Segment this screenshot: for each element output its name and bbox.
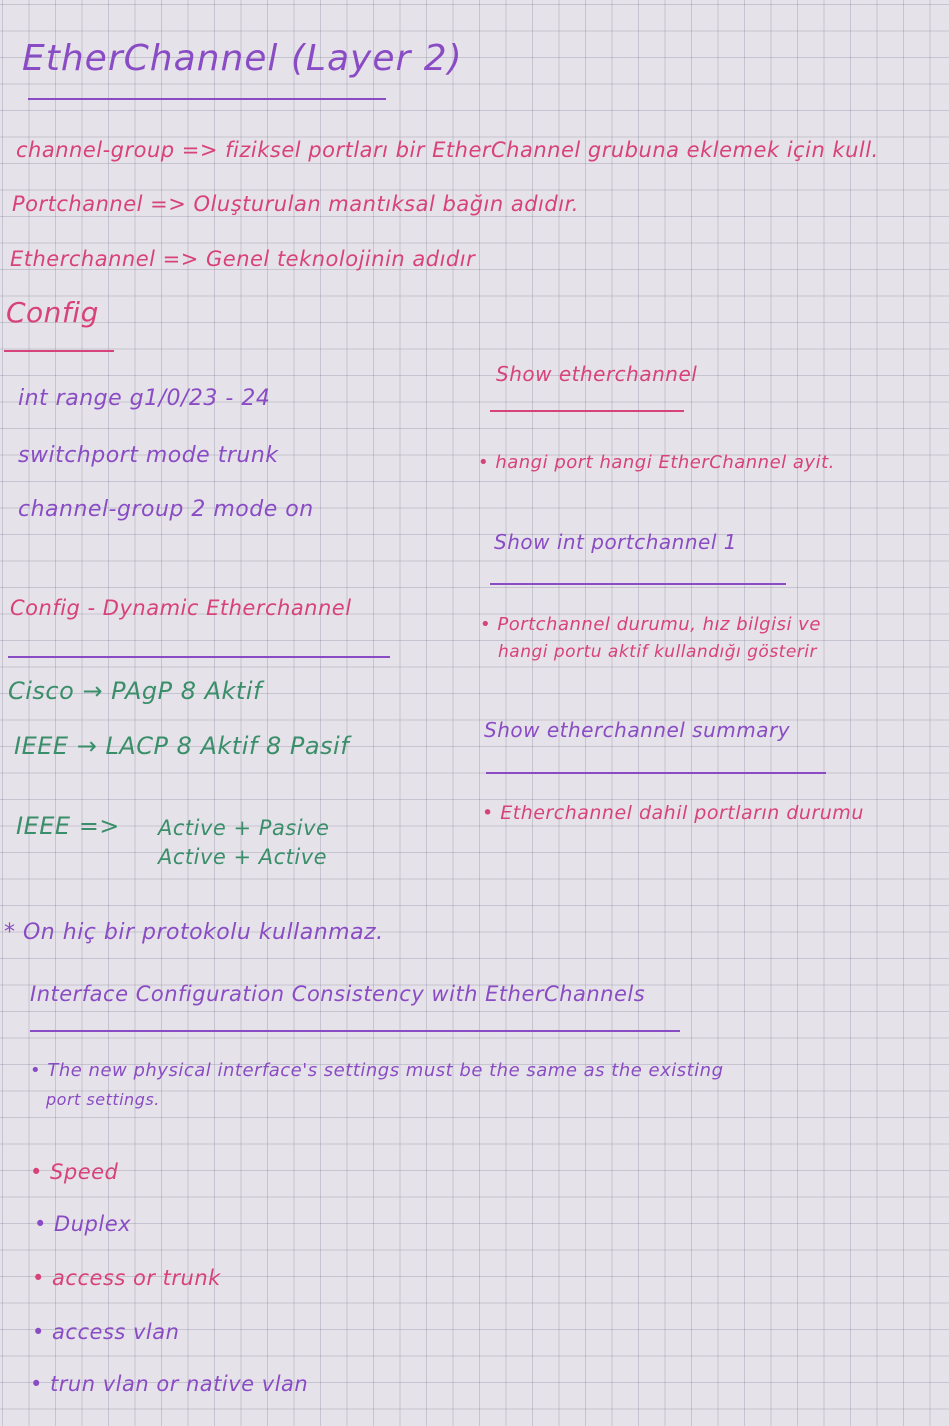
show-etherchannel-desc: • hangi port hangi EtherChannel ayit.	[478, 452, 835, 473]
on-mode-note: * On hiç bir protokolu kullanmaz.	[4, 920, 384, 945]
config-underline	[4, 350, 114, 352]
show-portchannel-desc-2: hangi portu aktif kullandığı gösterir	[498, 642, 818, 662]
definition-portchannel: Portchannel => Oluşturulan mantıksal bağ…	[12, 192, 579, 216]
consistency-item-speed: • Speed	[30, 1160, 119, 1184]
consistency-item-access-trunk: • access or trunk	[32, 1266, 221, 1290]
dynamic-cisco: Cisco → PAgP 8 Aktif	[8, 677, 262, 705]
show-portchannel-cmd: Show int portchannel 1	[494, 530, 737, 554]
dynamic-combo-1: Active + Pasive	[158, 816, 330, 840]
page-title: EtherChannel (Layer 2)	[22, 38, 463, 79]
dynamic-ieee: IEEE → LACP 8 Aktif 8 Pasif	[14, 732, 350, 760]
consistency-heading: Interface Configuration Consistency with…	[30, 982, 646, 1006]
consistency-lead-1: • The new physical interface's settings …	[30, 1060, 724, 1081]
config-heading: Config	[6, 296, 99, 329]
dynamic-combo-2: Active + Active	[158, 845, 328, 869]
consistency-item-duplex: • Duplex	[34, 1212, 132, 1236]
config-line-2: switchport mode trunk	[18, 443, 279, 468]
config-line-3: channel-group 2 mode on	[18, 497, 314, 522]
show-summary-desc: • Etherchannel dahil portların durumu	[482, 802, 864, 824]
dynamic-combo-label: IEEE =>	[16, 812, 120, 840]
title-underline	[28, 98, 386, 100]
show-summary-underline	[486, 772, 826, 774]
show-summary-cmd: Show etherchannel summary	[484, 718, 791, 742]
definition-etherchannel: Etherchannel => Genel teknolojinin adıdı…	[10, 247, 476, 271]
consistency-lead-2: port settings.	[46, 1090, 160, 1109]
show-portchannel-underline	[490, 583, 786, 585]
dynamic-heading: Config - Dynamic Etherchannel	[10, 596, 352, 620]
show-etherchannel-underline	[490, 410, 684, 412]
definition-channel-group: channel-group => fiziksel portları bir E…	[16, 138, 879, 162]
show-portchannel-desc-1: • Portchannel durumu, hız bilgisi ve	[480, 614, 821, 635]
consistency-item-access-vlan: • access vlan	[32, 1320, 180, 1344]
consistency-underline	[30, 1030, 680, 1032]
config-line-1: int range g1/0/23 - 24	[18, 386, 271, 411]
consistency-item-trunk-vlan: • trun vlan or native vlan	[30, 1372, 309, 1396]
dynamic-underline	[8, 656, 390, 658]
show-etherchannel-cmd: Show etherchannel	[496, 362, 698, 386]
